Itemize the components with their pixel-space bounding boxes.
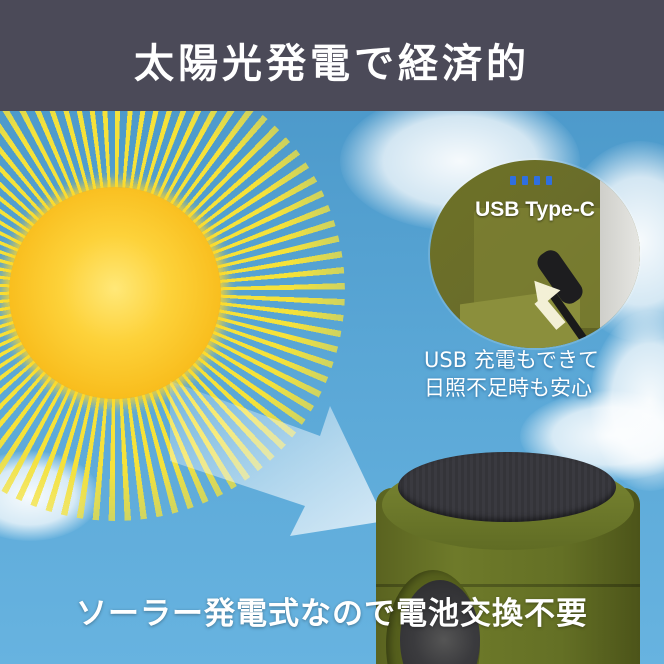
sun-disc <box>9 187 221 399</box>
header-bar: 太陽光発電で経済的 <box>0 0 664 111</box>
caption-line-1: USB 充電もできて <box>424 348 599 372</box>
port-wall <box>600 160 640 348</box>
solar-device <box>376 452 640 664</box>
usb-type-label: USB Type-C <box>475 198 595 221</box>
led-icon <box>522 176 528 185</box>
arrow-right-down-icon <box>170 381 385 536</box>
led-icon <box>510 176 516 185</box>
device-seam <box>376 584 640 587</box>
sun-icon <box>0 111 345 521</box>
usb-port-closeup: USB Type-C <box>430 160 640 348</box>
led-icon <box>534 176 540 185</box>
battery-leds <box>510 176 552 185</box>
page-title: 太陽光発電で経済的 <box>134 40 530 87</box>
usb-charge-caption: USB 充電もできて 日照不足時も安心 <box>424 346 599 402</box>
battery-free-tagline: ソーラー発電式なので電池交換不要 <box>76 596 588 632</box>
led-icon <box>546 176 552 185</box>
solar-panel-icon <box>398 452 616 522</box>
caption-line-2: 日照不足時も安心 <box>424 376 592 400</box>
